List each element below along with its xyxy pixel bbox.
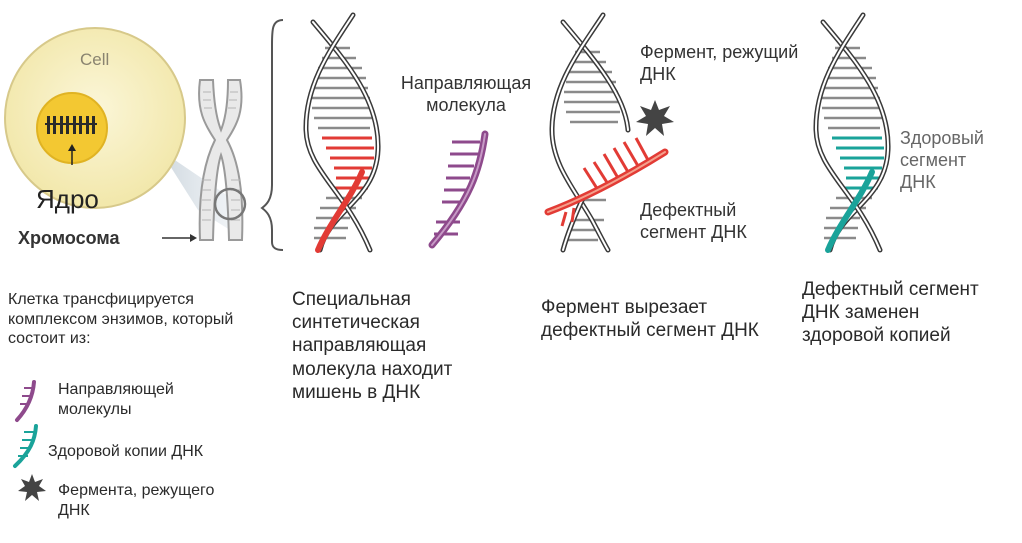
dna-helix-1 xyxy=(303,12,381,253)
dna-helix-3 xyxy=(813,12,891,253)
brace xyxy=(260,19,284,251)
caption-step-2: Специальная синтетическая направляющая м… xyxy=(292,289,453,403)
caption-step-4: Дефектный сегмент ДНК заменен здоровой к… xyxy=(802,279,979,347)
legend-item-healthy-dna: Здоровой копии ДНК xyxy=(48,443,204,460)
chromosome xyxy=(162,79,247,242)
nucleus xyxy=(36,92,108,165)
defective-segment-label: Дефектный сегмент ДНК xyxy=(640,200,747,242)
guide-molecule xyxy=(428,130,489,249)
cell-label: Cell xyxy=(80,50,110,69)
defect-strand xyxy=(315,169,365,253)
caption-step-1: Клетка трансфицируется комплексом энзимо… xyxy=(8,291,234,348)
healthy-strand xyxy=(825,169,875,253)
guide-molecule-label: Направляющая молекула xyxy=(400,73,532,115)
chromosome-label: Хромосома xyxy=(18,228,120,248)
dna-helix-2 xyxy=(544,12,669,253)
caption-step-3: Фермент вырезает дефектный сегмент ДНК xyxy=(541,297,759,342)
enzyme-label: Фермент, режущий ДНК xyxy=(640,42,799,84)
enzyme-star-icon xyxy=(636,100,674,136)
legend-item-guide-molecule: Направляющей молекулы xyxy=(58,381,174,418)
nucleus-label: Ядро xyxy=(36,184,99,214)
enzyme-star-icon xyxy=(18,474,46,501)
cell xyxy=(4,27,186,209)
healthy-dna-icon xyxy=(13,424,38,468)
legend-item-enzyme: Фермента, режущего ДНК xyxy=(58,482,215,519)
excised-rungs xyxy=(560,137,650,227)
guide-molecule-icon xyxy=(15,380,36,422)
zoom-circle xyxy=(213,187,247,221)
healthy-segment-label: Здоровый сегмент ДНК xyxy=(900,128,984,192)
